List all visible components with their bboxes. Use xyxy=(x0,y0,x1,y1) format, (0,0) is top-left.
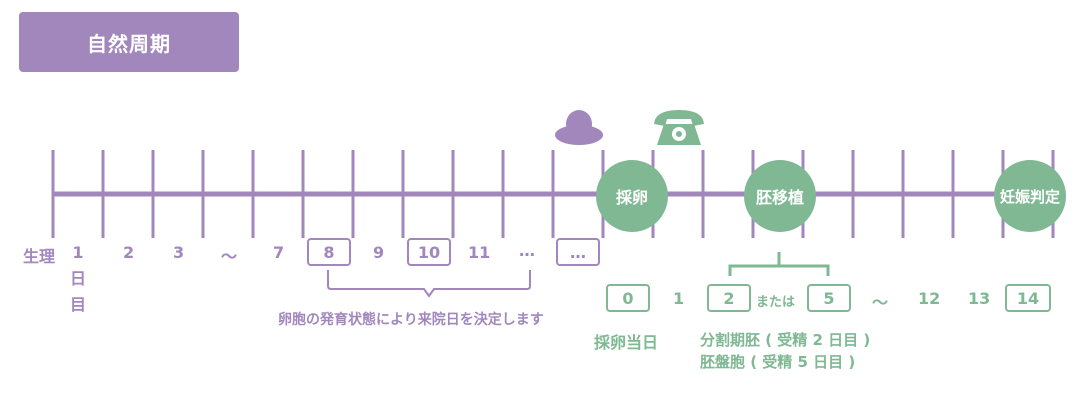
day-label: 1 xyxy=(72,243,84,262)
transfer-note-line2: 胚盤胞 ( 受精 5 日目 ) xyxy=(700,353,856,371)
day-label-boxed: 14 xyxy=(1005,284,1051,312)
milestone-pregnancy: 妊娠判定 xyxy=(994,160,1066,232)
day-label: 1 xyxy=(673,289,685,308)
day-label: ～ xyxy=(221,247,238,266)
day-label-boxed: 2 xyxy=(707,284,751,312)
day-unit: 目 xyxy=(69,295,86,314)
day-label-boxed: 8 xyxy=(307,238,351,266)
day-label-boxed: … xyxy=(556,238,600,266)
day-label-connector: または xyxy=(756,295,796,310)
transfer-note-line1: 分割期胚 ( 受精 2 日目 ) xyxy=(700,331,871,349)
milestone-transfer: 胚移植 xyxy=(744,160,816,232)
timeline-ticks xyxy=(51,150,1055,238)
day-unit: 日 xyxy=(69,269,86,288)
green-bracket xyxy=(728,252,830,276)
purple-note: 卵胞の発育状態により来院日を決定します xyxy=(278,312,544,328)
start-label: 生理 xyxy=(23,247,56,266)
day-label-boxed: 10 xyxy=(407,238,451,266)
day-label: 9 xyxy=(373,243,385,262)
day-label-boxed: 5 xyxy=(807,284,851,312)
day-label: 2 xyxy=(123,243,135,262)
day-label: 7 xyxy=(273,243,285,262)
day-label: ～ xyxy=(872,293,889,312)
page-title: 自然周期 xyxy=(19,12,239,72)
telephone-icon xyxy=(654,110,704,145)
day-label: … xyxy=(519,241,535,260)
day-label: 12 xyxy=(918,289,941,308)
day-label: 13 xyxy=(968,289,991,308)
milestone-retrieval: 採卵 xyxy=(596,160,668,232)
day-label: 11 xyxy=(468,243,491,262)
retrieval-day-label: 採卵当日 xyxy=(594,333,659,352)
purple-bracket xyxy=(327,270,531,298)
ovum-icon xyxy=(555,110,603,145)
day-label-boxed: 0 xyxy=(606,284,650,312)
day-label: 3 xyxy=(173,243,185,262)
